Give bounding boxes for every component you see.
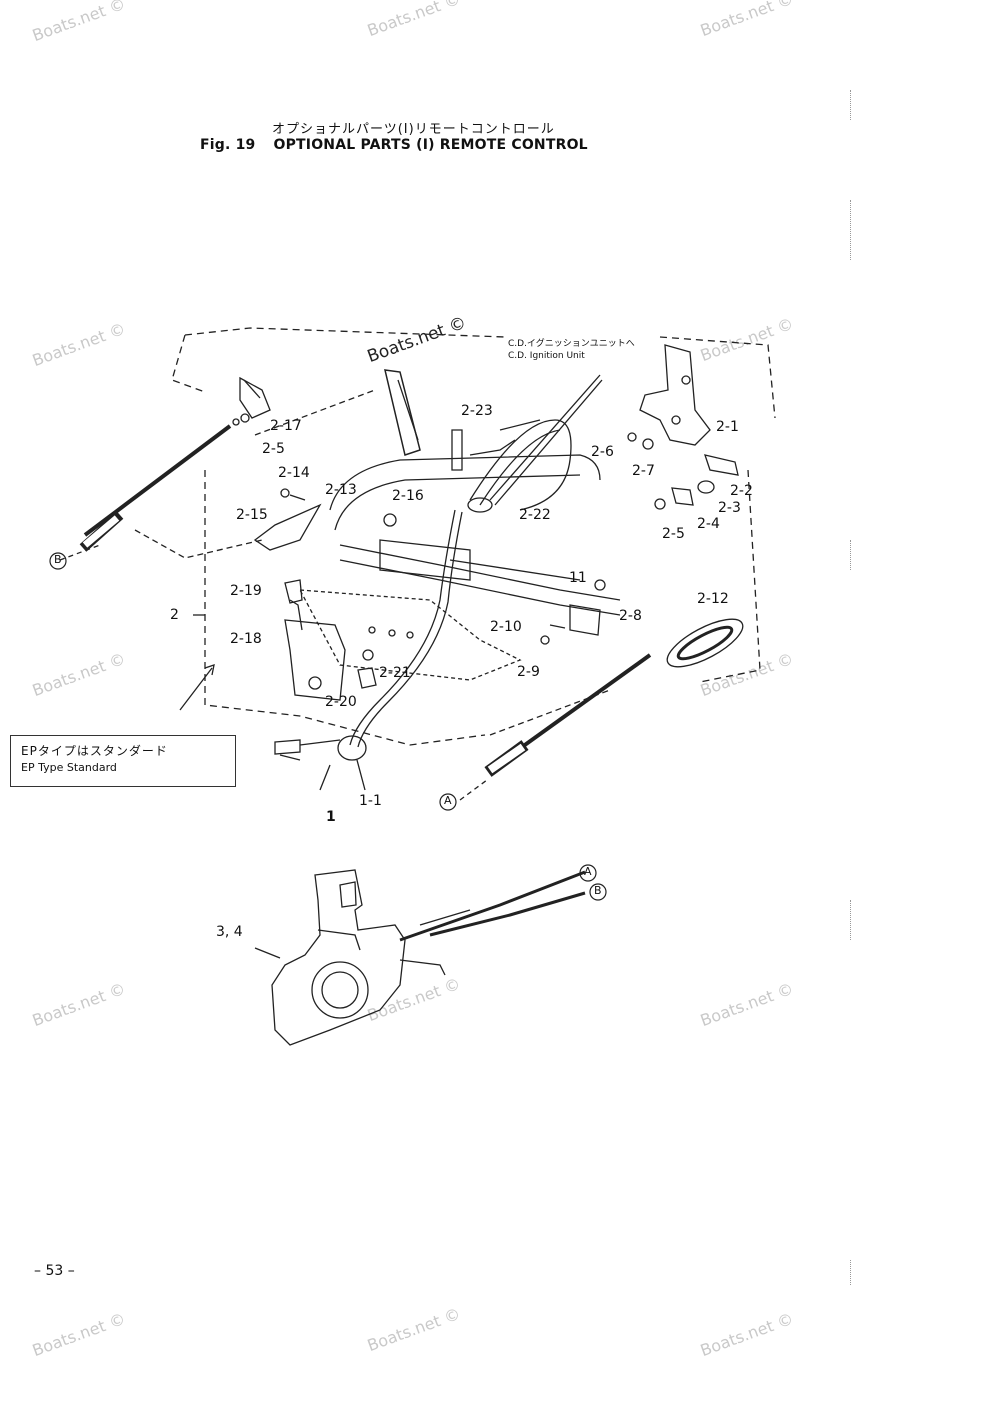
callout-2-16: 2-16 (392, 488, 424, 504)
marker-b2-circle (589, 883, 607, 901)
figure-title: Fig. 19 OPTIONAL PARTS (I) REMOTE CONTROL (200, 137, 588, 153)
page-number: – 53 – (34, 1263, 75, 1279)
scan-edge-mark (850, 200, 851, 260)
callout-2-23: 2-23 (461, 403, 493, 419)
callout-2-9: 2-9 (517, 664, 540, 680)
callout-2-18: 2-18 (230, 631, 262, 647)
scan-edge-mark (850, 900, 851, 940)
callout-2-7: 2-7 (632, 463, 655, 479)
callout-2-15: 2-15 (236, 507, 268, 523)
callout-1-1: 1-1 (359, 793, 382, 809)
callout-2-1: 2-1 (716, 419, 739, 435)
callout-2-2: 2-2 (730, 483, 753, 499)
group-outline (184, 327, 776, 683)
scan-edge-mark (850, 90, 851, 120)
callout-2-5b: 2-5 (662, 526, 685, 542)
ignition-unit-label-en: C.D. Ignition Unit (508, 351, 585, 361)
callout-3-4: 3, 4 (216, 924, 243, 940)
figure-caption: OPTIONAL PARTS (I) REMOTE CONTROL (273, 137, 588, 153)
marker-a2-circle (579, 864, 597, 882)
callout-2-5: 2-5 (262, 441, 285, 457)
ep-type-note-jp: EPタイプはスタンダード (21, 744, 168, 758)
marker-b: B (54, 553, 62, 566)
marker-b-circle (49, 552, 67, 570)
callout-2-13: 2-13 (325, 482, 357, 498)
callout-2-8: 2-8 (619, 608, 642, 624)
callout-2-4: 2-4 (697, 516, 720, 532)
ep-type-note-en: EP Type Standard (21, 761, 117, 774)
callout-2-21: 2-21 (379, 665, 411, 681)
callout-2-3: 2-3 (718, 500, 741, 516)
callout-2-12: 2-12 (697, 591, 729, 607)
marker-a: A (444, 794, 452, 807)
marker-b2: B (594, 884, 602, 897)
callout-2-10: 2-10 (490, 619, 522, 635)
title-japanese: オプショナルパーツ(I)リモートコントロール (272, 122, 555, 137)
callout-1: 1 (326, 809, 336, 825)
callout-11: 11 (569, 570, 587, 586)
callout-2-14: 2-14 (278, 465, 310, 481)
callout-2-17: 2-17 (270, 418, 302, 434)
callout-2-19: 2-19 (230, 583, 262, 599)
callout-2: 2 (170, 607, 179, 623)
scan-edge-mark (850, 1260, 851, 1285)
figure-number: Fig. 19 (200, 137, 256, 153)
ignition-unit-label: C.D.イグニッションユニットへ C.D. Ignition Unit (508, 338, 635, 362)
ignition-unit-label-jp: C.D.イグニッションユニットへ (508, 339, 635, 349)
callout-2-22: 2-22 (519, 507, 551, 523)
ep-type-note: EPタイプはスタンダード EP Type Standard (10, 735, 236, 787)
callout-2-20: 2-20 (325, 694, 357, 710)
scan-edge-mark (850, 540, 851, 570)
marker-a2: A (584, 865, 592, 878)
callout-2-6: 2-6 (591, 444, 614, 460)
marker-a-circle (439, 793, 457, 811)
